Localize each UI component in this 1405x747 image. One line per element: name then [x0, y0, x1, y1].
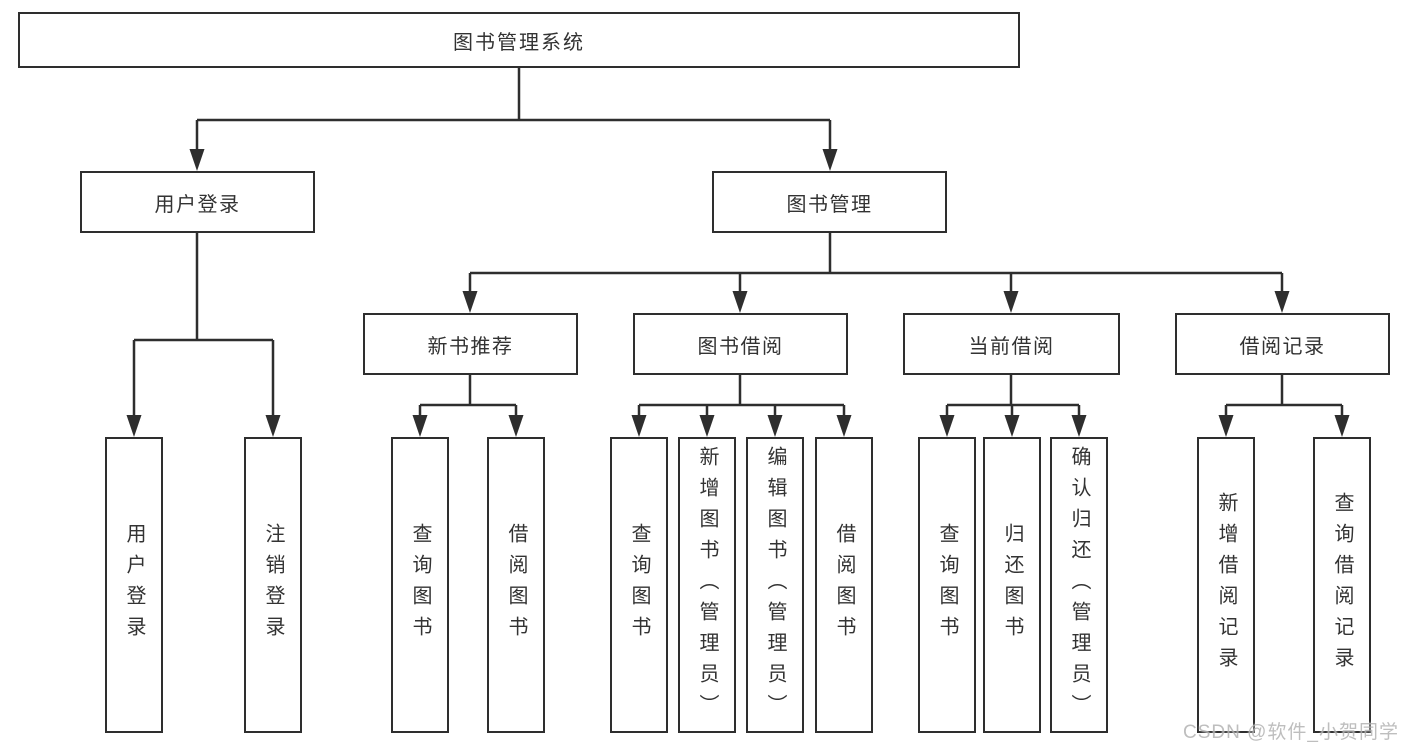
node-label: 图书管理: [786, 193, 873, 216]
node-label: 借阅记录: [1239, 335, 1326, 358]
leaf-logout: 注销登录: [244, 437, 302, 733]
node-label: 查询图书: [409, 523, 431, 647]
leaf-add-book-admin: 新增图书（管理员）: [678, 437, 736, 733]
node-label: 借阅图书: [833, 523, 855, 647]
node-book-management: 图书管理: [712, 171, 947, 233]
node-label: 查询图书: [628, 523, 650, 647]
node-user-login: 用户登录: [80, 171, 315, 233]
node-label: 新增图书（管理员）: [696, 445, 718, 725]
node-label: 新书推荐: [427, 335, 514, 358]
node-borrowing-records: 借阅记录: [1175, 313, 1390, 375]
leaf-confirm-return-admin: 确认归还（管理员）: [1050, 437, 1108, 733]
leaf-add-borrow-record: 新增借阅记录: [1197, 437, 1255, 733]
csdn-watermark: CSDN @软件_小贺同学: [1183, 722, 1399, 743]
node-label: 当前借阅: [968, 335, 1055, 358]
node-label: 新增借阅记录: [1215, 492, 1237, 678]
node-label: 用户登录: [154, 193, 241, 216]
leaf-return-book: 归还图书: [983, 437, 1041, 733]
arrowheads: [126, 149, 1350, 437]
node-label: 查询图书: [936, 523, 958, 647]
node-label: 图书管理系统: [453, 31, 585, 54]
node-new-book-recommend: 新书推荐: [363, 313, 578, 375]
leaf-query-books-borrowing: 查询图书: [610, 437, 668, 733]
node-label: 用户登录: [123, 523, 145, 647]
leaf-borrow-books-recommend: 借阅图书: [487, 437, 545, 733]
node-book-borrowing: 图书借阅: [633, 313, 848, 375]
node-label: 查询借阅记录: [1331, 492, 1353, 678]
node-label: 编辑图书（管理员）: [764, 445, 786, 725]
node-current-borrowing: 当前借阅: [903, 313, 1120, 375]
node-label: 图书借阅: [697, 335, 784, 358]
node-label: 确认归还（管理员）: [1068, 445, 1090, 725]
leaf-edit-book-admin: 编辑图书（管理员）: [746, 437, 804, 733]
node-label: 归还图书: [1001, 523, 1023, 647]
leaf-query-books-current: 查询图书: [918, 437, 976, 733]
node-root: 图书管理系统: [18, 12, 1020, 68]
leaf-borrow-books-borrowing: 借阅图书: [815, 437, 873, 733]
node-label: 借阅图书: [505, 523, 527, 647]
leaf-query-books-recommend: 查询图书: [391, 437, 449, 733]
leaf-user-login: 用户登录: [105, 437, 163, 733]
node-label: 注销登录: [262, 523, 284, 647]
leaf-query-borrow-record: 查询借阅记录: [1313, 437, 1371, 733]
